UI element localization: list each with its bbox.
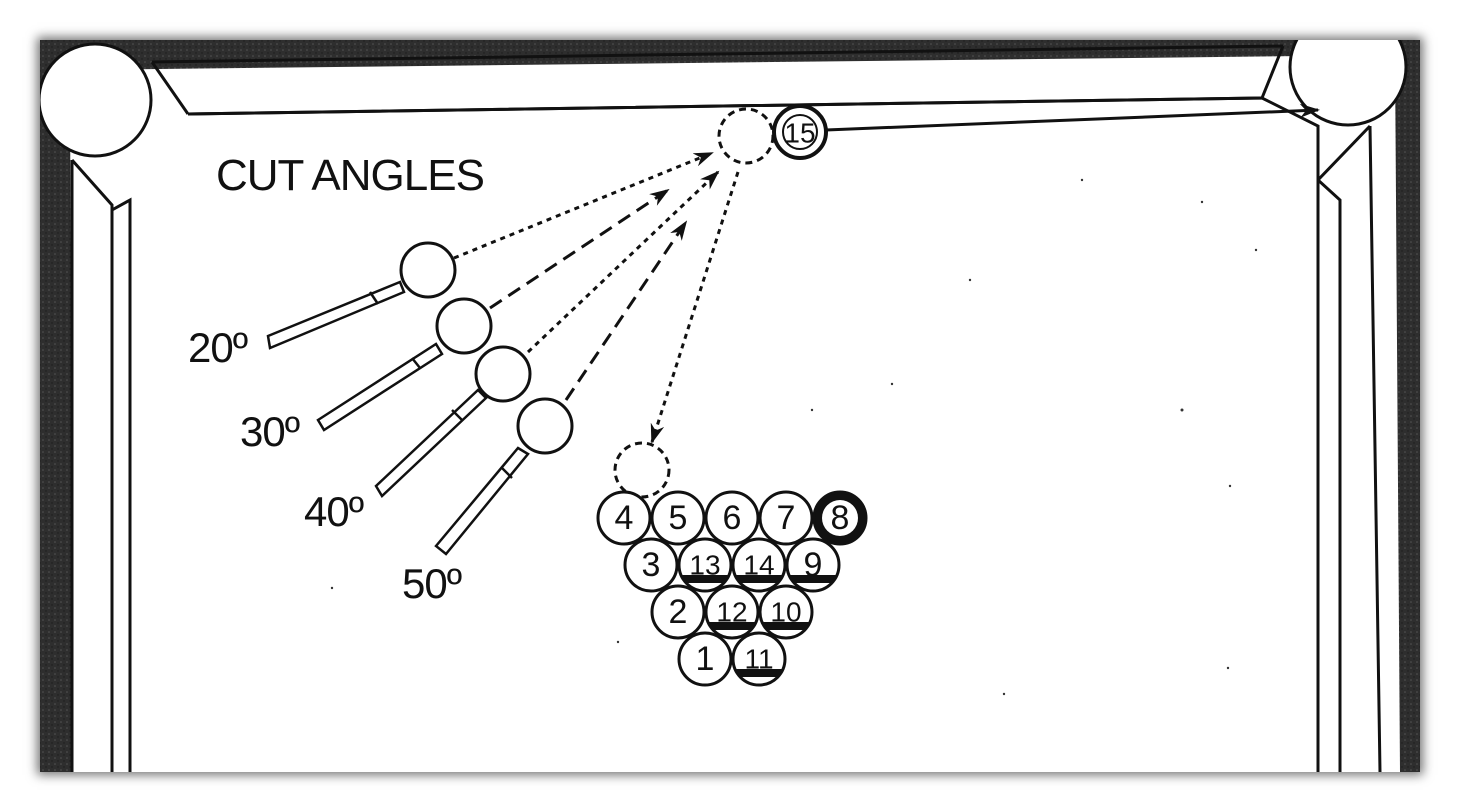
aim-line-30 (489, 188, 670, 310)
ghost-ball-contact (717, 107, 775, 165)
rack-ball-10: 10 (758, 584, 814, 640)
object-ball-15: 15 (772, 104, 828, 160)
aim-line-50 (564, 220, 688, 401)
rack-ball-11: 11 (731, 631, 787, 687)
rack-ball-9: 9 (785, 537, 841, 593)
paper-specks (330, 178, 1258, 696)
rack-ball-number: 11 (744, 644, 773, 675)
rack-ball-number: 4 (615, 499, 634, 537)
rack-ball-number: 3 (642, 546, 661, 584)
rack-ball-number: 14 (743, 550, 774, 581)
cue-stick-50 (434, 446, 530, 556)
angle-label-20: 20º (188, 324, 248, 371)
cue-stick-20 (266, 280, 406, 350)
rack-ball-number: 9 (804, 546, 823, 584)
rack-ball-number: 13 (689, 550, 720, 581)
rack-ball-4: 4 (596, 490, 652, 546)
ball-number: 15 (784, 118, 815, 149)
rack-ball-number: 10 (770, 597, 801, 628)
rack-ball-number: 2 (669, 593, 688, 631)
angle-label-50: 50º (402, 560, 462, 607)
rack-ball-number: 5 (669, 499, 688, 537)
cue-stick-30 (316, 342, 444, 432)
ghost-ball-rack (613, 441, 671, 499)
rack-ball-8: 8 (812, 490, 868, 546)
object-ball-path (825, 103, 1320, 132)
rack-ball-14: 14 (731, 537, 787, 593)
rack-ball-number: 7 (777, 499, 796, 537)
aim-line-40 (526, 170, 720, 354)
diagram-title: CUT ANGLES (216, 151, 484, 200)
rack-ball-number: 8 (831, 499, 850, 537)
pool-table-diagram: CUT ANGLES 15 (40, 40, 1420, 772)
rack-ball-number: 12 (716, 597, 747, 628)
rack-ball-2: 2 (650, 584, 706, 640)
cue-balls (399, 241, 574, 455)
corner-pocket-top-left (40, 42, 153, 158)
rack-ball-5: 5 (650, 490, 706, 546)
diagram-frame: CUT ANGLES 15 (40, 40, 1420, 772)
angle-label-30: 30º (240, 408, 300, 455)
cue-ball-50 (516, 397, 574, 455)
aim-lines (453, 151, 740, 444)
rack-ball-13: 13 (677, 537, 733, 593)
cue-ball-20 (399, 241, 457, 299)
cue-ball-deflection-line (650, 171, 740, 444)
table-rail (40, 40, 1420, 772)
cue-ball-40 (474, 345, 532, 403)
rack-ball-12: 12 (704, 584, 760, 640)
aim-line-20 (453, 151, 714, 260)
rack-ball-1: 1 (677, 631, 733, 687)
rack-ball-7: 7 (758, 490, 814, 546)
rack-ball-number: 6 (723, 499, 742, 537)
cue-stick-40 (374, 388, 488, 498)
rack-ball-6: 6 (704, 490, 760, 546)
cue-sticks (266, 280, 530, 556)
rack-ball-number: 1 (696, 640, 715, 678)
angle-label-40: 40º (304, 488, 364, 535)
cue-ball-30 (435, 297, 493, 355)
rack-ball-3: 3 (623, 537, 679, 593)
